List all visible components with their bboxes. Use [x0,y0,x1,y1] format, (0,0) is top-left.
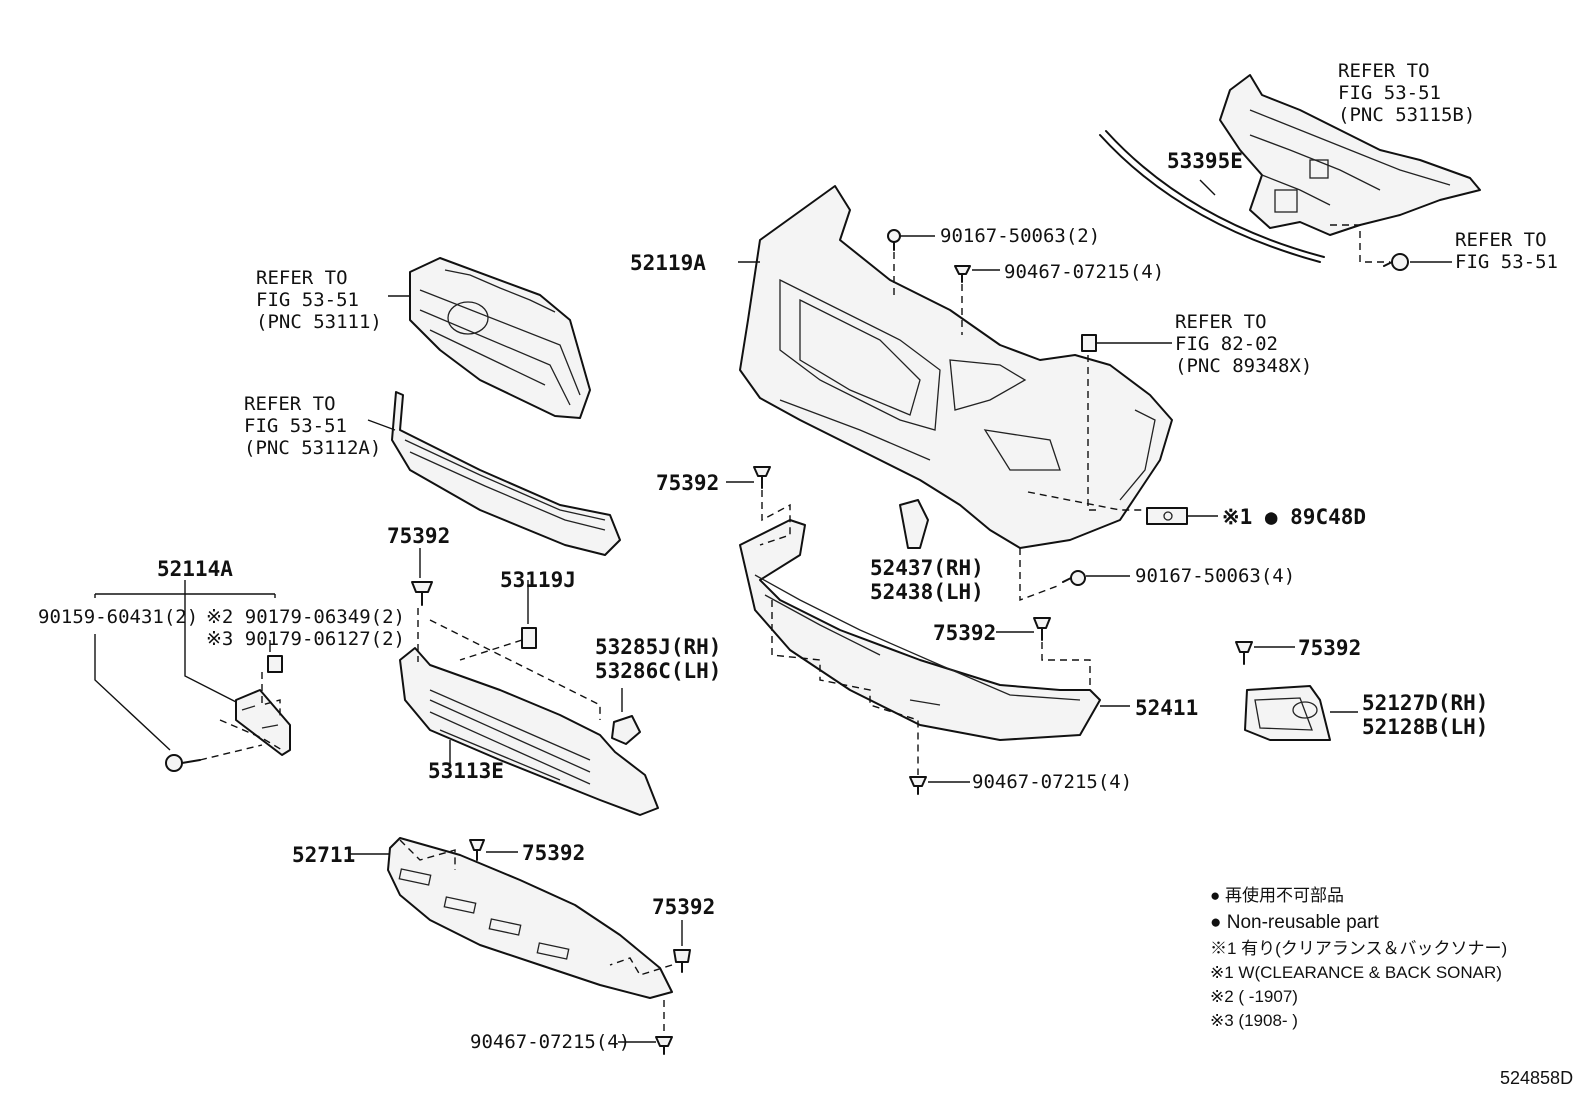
fog-cover-52127d-drawing [1244,685,1331,741]
legend-note1-en: ※1 W(CLEARANCE & BACK SONAR) [1210,963,1502,982]
part-75392-f: 75392 [652,895,715,919]
ref-89348x-line2: FIG 82-02 [1175,333,1278,355]
lower-bumper-52411-drawing [739,519,1101,741]
under-cover-52711-drawing [387,837,673,999]
legend-nonreusable-jp: ● 再使用不可部品 [1210,885,1344,905]
part-53286c: 53286C(LH) [595,659,721,683]
part-90167-mid: 90167-50063(4) [1135,565,1295,587]
clip-90467-bot-icon [655,1036,673,1055]
bracket-52437-drawing [899,499,929,549]
sensor-89c48d-drawing [1146,507,1188,525]
ref-5351-right-line1: REFER TO [1455,229,1547,251]
part-53119j: 53119J [500,568,576,592]
nut-90179-drawing [267,655,283,673]
bracket-52114a-drawing [235,689,291,756]
part-53395e: 53395E [1167,149,1243,173]
clip-53119j-drawing [521,627,537,649]
clip-icon [1383,253,1409,271]
part-90159: 90159-60431(2) [38,606,198,628]
clip-75392-e-icon [469,839,485,861]
clip-75392-c-icon [1033,617,1051,641]
ref-53111-line3: (PNC 53111) [256,311,382,333]
clip-75392-a-icon [753,466,771,489]
part-52127d: 52127D(RH) [1362,691,1488,715]
ref-53115b-line3: (PNC 53115B) [1338,104,1475,126]
ref-5351-right-line2: FIG 53-51 [1455,251,1558,273]
part-52128b: 52128B(LH) [1362,715,1488,739]
diagram-code: 524858D [1500,1068,1573,1088]
part-75392-a: 75392 [656,471,719,495]
part-53285j: 53285J(RH) [595,635,721,659]
clip-75392-b-icon [411,581,433,606]
legend-nonreusable-en: ● Non-reusable part [1210,912,1380,933]
strip-53395e-drawing [1099,134,1321,263]
clip-90467-icon [954,265,971,283]
part-52437: 52437(RH) [870,556,984,580]
part-90179-06127: ※3 90179-06127(2) [206,628,405,650]
ref-89348x-line3: (PNC 89348X) [1175,355,1312,377]
screw-90167-mid-icon [1062,570,1086,586]
legend-note1-jp: ※1 有り(クリアランス＆バックソナー) [1210,939,1507,958]
ref-53112a-line2: FIG 53-51 [244,415,347,437]
grille-53111-drawing [409,257,591,419]
lower-grille-53112a-drawing [391,391,621,556]
clip-75392-d-icon [1235,641,1253,665]
ref-53111-line2: FIG 53-51 [256,289,359,311]
ref-89348x-line1: REFER TO [1175,311,1267,333]
part-90179-06349: ※2 90179-06349(2) [206,606,405,628]
ref-53115b-line2: FIG 53-51 [1338,82,1441,104]
legend-note2: ※2 ( -1907) [1210,987,1298,1006]
part-52411: 52411 [1135,696,1198,720]
part-89c48d: ※1 ● 89C48D [1222,505,1366,529]
part-53113e: 53113E [428,759,504,783]
clip-75392-f-icon [673,949,691,973]
part-90467-top: 90467-07215(4) [1004,261,1164,283]
lower-grille-53113e-drawing [399,647,659,816]
part-90467-bot: 90467-07215(4) [470,1031,630,1053]
leader-bracket-clip [1330,224,1390,263]
bumper-cover-52119a-drawing [739,185,1173,549]
ref-53112a-line3: (PNC 53112A) [244,437,381,459]
ref-53112a-line1: REFER TO [244,393,336,415]
legend-note3: ※3 (1908- ) [1210,1011,1298,1030]
part-52438: 52438(LH) [870,580,984,604]
part-90167-top: 90167-50063(2) [940,225,1100,247]
part-75392-d: 75392 [1298,636,1361,660]
cap-53285j-drawing [611,715,641,745]
part-90467-mid: 90467-07215(4) [972,771,1132,793]
part-52114a: 52114A [157,557,233,581]
part-52119a: 52119A [630,251,706,275]
part-75392-b: 75392 [387,524,450,548]
bracket-53115b-drawing [1219,74,1481,236]
part-52711: 52711 [292,843,355,867]
screw-90167-icon [887,229,901,251]
ref-53115b-line1: REFER TO [1338,60,1430,82]
ref-53111-line1: REFER TO [256,267,348,289]
part-75392-e: 75392 [522,841,585,865]
bracket-89348x-drawing [1081,334,1097,352]
bolt-90159-icon [165,754,201,772]
clip-90467-mid-icon [909,776,927,795]
part-75392-c: 75392 [933,621,996,645]
